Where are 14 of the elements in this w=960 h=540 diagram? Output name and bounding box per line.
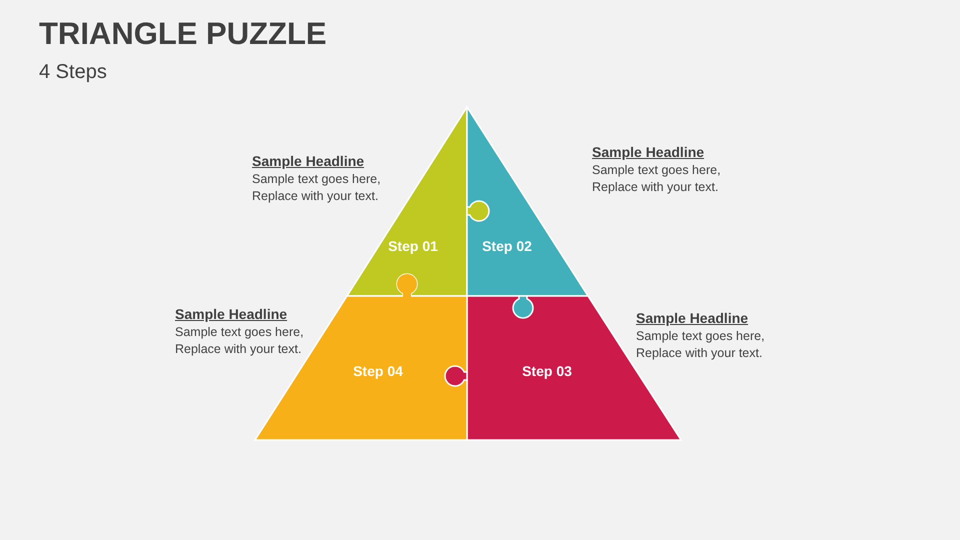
subtitle: 4 Steps bbox=[39, 61, 107, 84]
headline: Sample Headline bbox=[592, 144, 704, 160]
body-text: Sample text goes here, Replace with your text. bbox=[592, 162, 722, 196]
title: TRIANGLE PUZZLE bbox=[39, 16, 327, 52]
body-text: Sample text goes here, Replace with your text. bbox=[252, 171, 382, 205]
headline: Sample Headline bbox=[175, 306, 288, 322]
headline: Sample Headline bbox=[252, 153, 364, 169]
step-label: Step 03 bbox=[522, 363, 572, 379]
body-text: Sample text goes here, Replace with your text. bbox=[636, 328, 766, 362]
step-label: Step 04 bbox=[353, 363, 403, 379]
headline: Sample Headline bbox=[636, 310, 748, 326]
step-label: Step 01 bbox=[388, 238, 438, 254]
step-label: Step 02 bbox=[482, 238, 532, 254]
body-text: Sample text goes here, Replace with your text. bbox=[175, 324, 305, 358]
